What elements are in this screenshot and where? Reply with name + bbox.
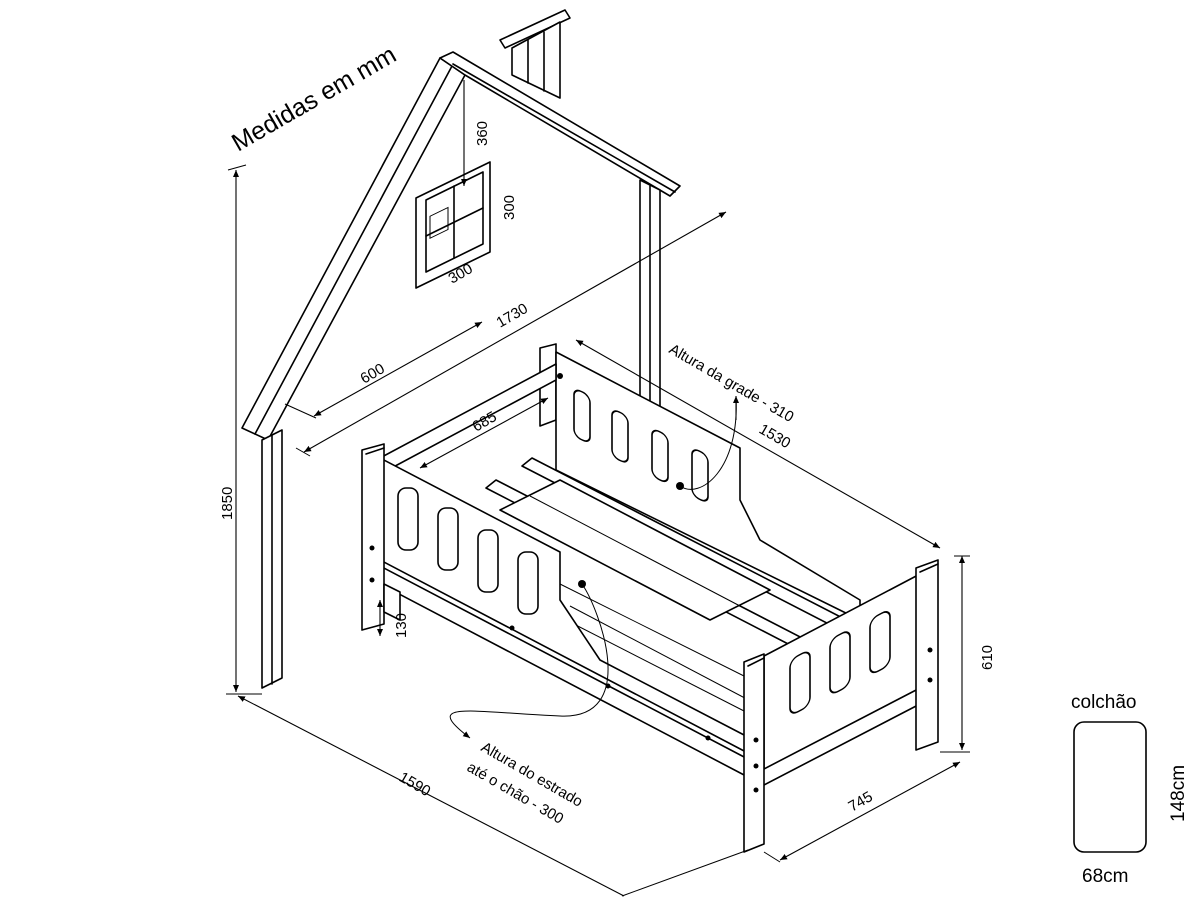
footboard-windows [789,611,891,714]
chimney-body [511,21,561,99]
house-depth-dimension: 600 [358,360,388,387]
mattress-diagram: colchão 148cm 68cm [1071,692,1189,887]
diagram-title: Medidas em mm [227,41,401,158]
bed-end-height-dimension: 610 [979,645,996,670]
base-length-dimension: 1590 [396,769,433,800]
mattress-length: 148cm [1168,765,1189,822]
house-height-dimension: 1850 [219,487,236,520]
chimney-cap [499,9,571,49]
head-post-front [361,443,385,631]
front-rail-windows [397,487,539,615]
mattress-outline [1073,721,1147,853]
foot-post-front [743,653,765,853]
rail-height-label: Altura da grade - 310 [666,341,797,426]
front-rail [379,457,747,753]
mattress-title: colchão [1071,692,1137,713]
headboard-top-edge [379,363,557,473]
head-leg [383,583,401,621]
bed [361,343,939,853]
window-offset-dimension: 360 [474,121,491,146]
window-height-dimension: 300 [501,195,518,220]
base-width-dimension: 745 [846,788,876,815]
mattress-width: 68cm [1082,866,1128,887]
leg-height-dimension: 130 [393,613,410,638]
foot-post-right [915,559,939,751]
